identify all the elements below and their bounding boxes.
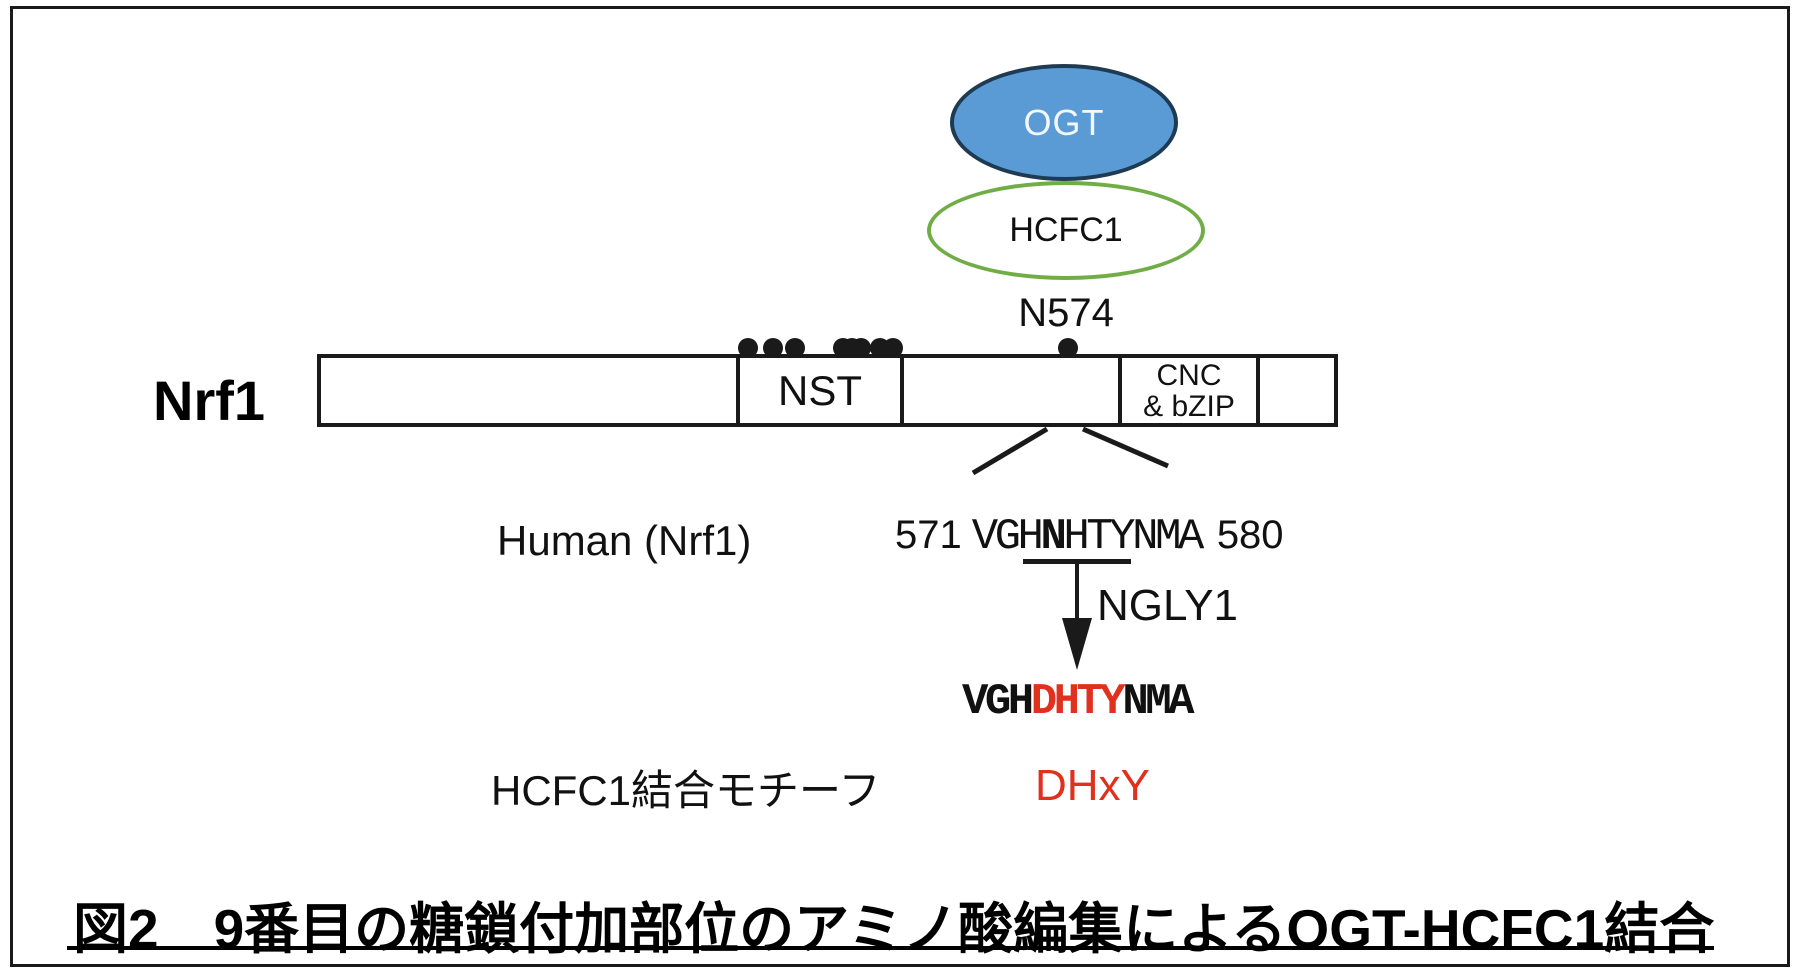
protein-name-label: Nrf1 (153, 369, 266, 432)
seq-end-number: 580 (1216, 513, 1284, 557)
seq1-pre: VGH (971, 512, 1044, 562)
domain-divider (1118, 356, 1122, 425)
seq1-post: HTYNMA (1063, 512, 1204, 562)
hcfc1-label: HCFC1 (1009, 211, 1123, 249)
hcfc1-ellipse: HCFC1 (927, 181, 1205, 280)
cnc-domain-label-line2: & bZIP (1143, 389, 1235, 423)
cnc-bzip-domain: CNC & bZIP (1122, 358, 1256, 423)
nst-domain: NST (740, 358, 900, 423)
seq1-n574-residue: N (1040, 512, 1066, 562)
seq2-post: NMA (1122, 677, 1194, 727)
dhxy-motif-value: DHxY (1035, 761, 1150, 810)
nhty-motif-underline (1023, 559, 1131, 564)
cnc-domain-label-line1: CNC (1156, 358, 1222, 392)
nst-domain-label: NST (778, 366, 862, 414)
hcfc1-binding-motif-label: HCFC1結合モチーフ (491, 767, 881, 814)
n574-site-label: N574 (1018, 291, 1114, 335)
nrf1-protein-bar (317, 354, 1338, 427)
ogt-ellipse: OGT (950, 64, 1178, 181)
seq2-edited-residues: DHTY (1030, 677, 1126, 727)
glycosylation-site-dot (763, 338, 783, 358)
domain-divider (900, 356, 904, 425)
glycosylation-site-dot (738, 338, 758, 358)
species-label: Human (Nrf1) (497, 517, 752, 564)
seq2-pre: VGH (962, 677, 1034, 727)
glycosylation-site-dot (851, 338, 871, 358)
glycosylation-site-dot (883, 338, 903, 358)
seq-start-number: 571 (895, 513, 962, 557)
glycosylation-site-dot (1058, 338, 1078, 358)
caption-underline (67, 946, 1714, 950)
figure-caption: 図2 9番目の糖鎖付加部位のアミノ酸編集によるOGT-HCFC1結合 (73, 898, 1715, 960)
glycosylation-site-dot (785, 338, 805, 358)
domain-divider (736, 356, 740, 425)
ogt-label: OGT (1023, 101, 1105, 143)
domain-divider (1256, 356, 1260, 425)
ngly1-enzyme-label: NGLY1 (1097, 581, 1239, 630)
figure-border (10, 6, 1790, 967)
